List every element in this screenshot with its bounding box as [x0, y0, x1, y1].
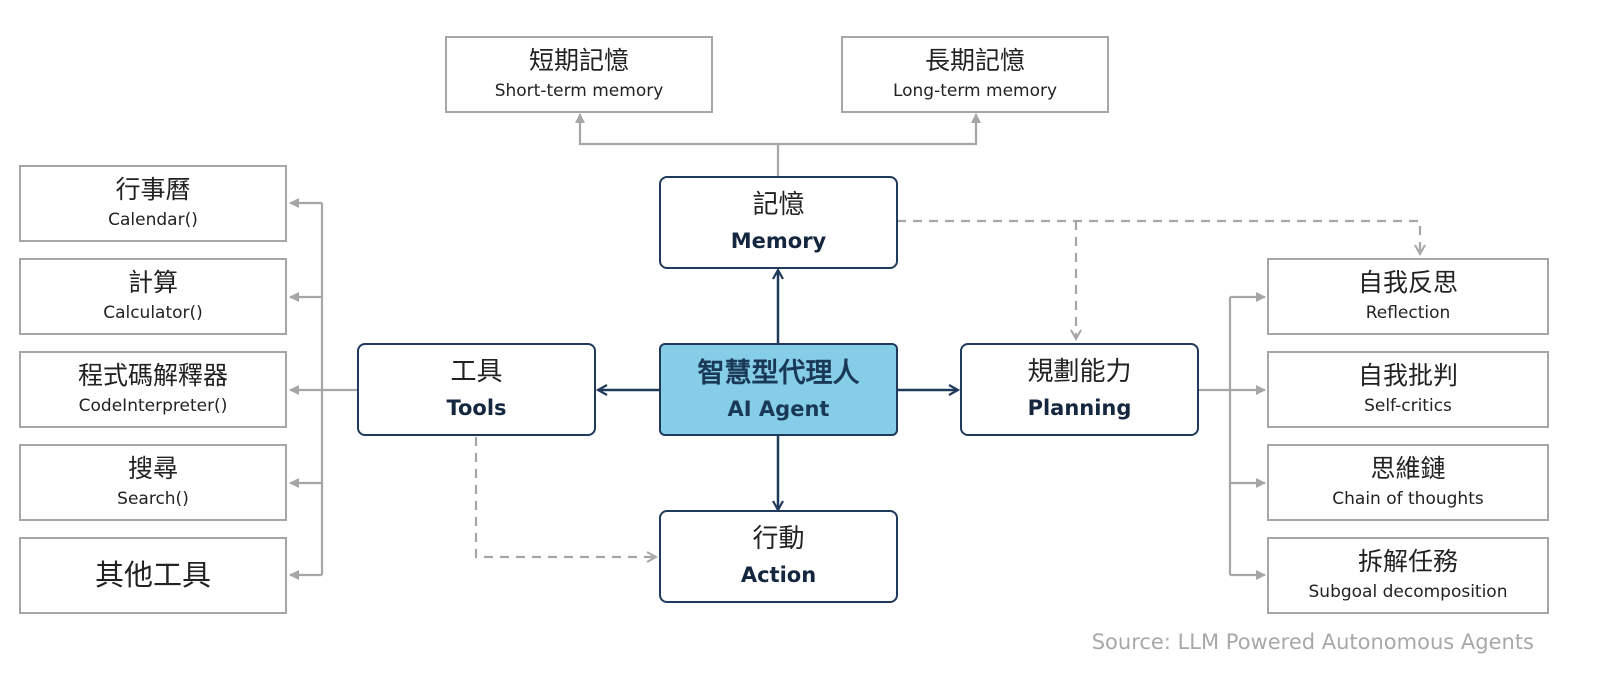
planning-en: Planning — [1027, 396, 1132, 421]
short-term-memory-zh: 短期記憶 — [528, 46, 629, 76]
tool-calculator-en: Calculator() — [103, 303, 203, 324]
planning-self-critics-zh: 自我批判 — [1357, 361, 1458, 391]
tools-zh: 工具 — [450, 357, 503, 388]
tool-search-zh: 搜尋 — [127, 454, 178, 484]
dashed-tools-to-action — [474, 437, 656, 557]
long-term-memory-zh: 長期記憶 — [924, 46, 1025, 76]
tool-code-interpreter-zh: 程式碼解釋器 — [77, 361, 228, 391]
memory-zh: 記憶 — [752, 190, 805, 221]
tool-code-interpreter-en: CodeInterpreter() — [78, 396, 228, 417]
tool-search-en: Search() — [117, 489, 189, 510]
tool-calendar-zh: 行事曆 — [115, 175, 191, 205]
planning-reflection-box: 自我反思 Reflection — [1267, 258, 1549, 335]
tool-code-interpreter-box: 程式碼解釋器 CodeInterpreter() — [19, 351, 287, 428]
short-term-memory-box: 短期記憶 Short-term memory — [445, 36, 713, 113]
planning-subgoal-en: Subgoal decomposition — [1308, 582, 1508, 603]
memory-en: Memory — [730, 229, 827, 254]
planning-chain-of-thoughts-zh: 思維鏈 — [1370, 454, 1446, 484]
planning-zh: 規劃能力 — [1027, 357, 1132, 388]
memory-tree-lines — [575, 113, 981, 176]
ai-agent-en: AI Agent — [727, 396, 830, 421]
planning-box: 規劃能力 Planning — [960, 343, 1199, 436]
planning-subgoal-zh: 拆解任務 — [1357, 547, 1458, 577]
long-term-memory-en: Long-term memory — [892, 81, 1058, 102]
tools-box: 工具 Tools — [357, 343, 596, 436]
tool-calendar-box: 行事曆 Calendar() — [19, 165, 287, 242]
tools-en: Tools — [446, 396, 507, 421]
action-zh: 行動 — [752, 524, 805, 555]
tools-tree-lines — [289, 198, 357, 580]
planning-subgoal-box: 拆解任務 Subgoal decomposition — [1267, 537, 1549, 614]
planning-self-critics-en: Self-critics — [1364, 396, 1452, 417]
tool-calculator-box: 計算 Calculator() — [19, 258, 287, 335]
planning-self-critics-box: 自我批判 Self-critics — [1267, 351, 1549, 428]
planning-reflection-zh: 自我反思 — [1357, 268, 1458, 298]
tool-other-zh: 其他工具 — [94, 557, 211, 592]
planning-chain-of-thoughts-en: Chain of thoughts — [1332, 489, 1484, 510]
planning-chain-of-thoughts-box: 思維鏈 Chain of thoughts — [1267, 444, 1549, 521]
ai-agent-zh: 智慧型代理人 — [697, 357, 860, 389]
ai-agent-box: 智慧型代理人 AI Agent — [659, 343, 898, 436]
long-term-memory-box: 長期記憶 Long-term memory — [841, 36, 1109, 113]
action-en: Action — [740, 563, 817, 588]
source-caption: Source: LLM Powered Autonomous Agents — [1091, 630, 1534, 654]
planning-tree-lines — [1196, 292, 1266, 580]
short-term-memory-en: Short-term memory — [494, 81, 664, 102]
tool-search-box: 搜尋 Search() — [19, 444, 287, 521]
memory-box: 記憶 Memory — [659, 176, 898, 269]
tool-calculator-zh: 計算 — [127, 268, 178, 298]
tool-other-box: 其他工具 — [19, 537, 287, 614]
tool-calendar-en: Calendar() — [108, 210, 198, 231]
planning-reflection-en: Reflection — [1365, 303, 1451, 324]
action-box: 行動 Action — [659, 510, 898, 603]
dashed-memory-to-reflection — [897, 219, 1420, 254]
